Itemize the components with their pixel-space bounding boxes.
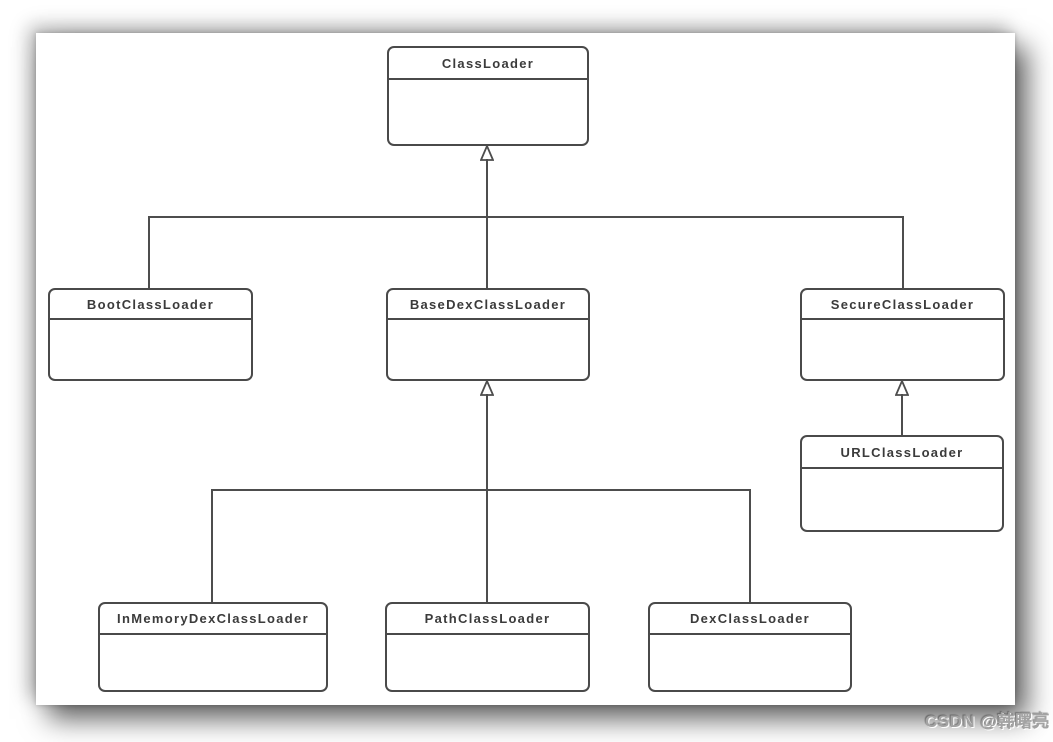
edge-classloader-children-horizontal: [148, 216, 904, 218]
class-box-inmemorydexclassloader: InMemoryDexClassLoader: [98, 602, 328, 692]
csdn-watermark: CSDN @韩曙亮: [925, 712, 1050, 731]
class-name-bootclassloader: BootClassLoader: [50, 290, 251, 320]
class-name-inmemorydexclassloader: InMemoryDexClassLoader: [100, 604, 326, 635]
class-box-bootclassloader: BootClassLoader: [48, 288, 253, 381]
class-box-pathclassloader: PathClassLoader: [385, 602, 590, 692]
edge-pathclassloader-vertical: [486, 489, 488, 602]
class-name-classloader: ClassLoader: [389, 48, 587, 80]
class-name-basedexclassloader: BaseDexClassLoader: [388, 290, 588, 320]
class-name-urlclassloader: URLClassLoader: [802, 437, 1002, 469]
diagram-canvas: ClassLoader BootClassLoader BaseDexClass…: [36, 33, 1015, 705]
edge-children-to-basedex-vertical: [486, 394, 488, 490]
edge-urlclassloader-to-secure-vertical: [901, 394, 903, 435]
edge-dexclassloader-vertical: [749, 489, 751, 602]
edge-bootclassloader-vertical: [148, 216, 150, 288]
class-box-basedexclassloader: BaseDexClassLoader: [386, 288, 590, 381]
class-name-secureclassloader: SecureClassLoader: [802, 290, 1003, 320]
edge-secureclassloader-vertical: [902, 216, 904, 288]
class-box-urlclassloader: URLClassLoader: [800, 435, 1004, 532]
class-box-dexclassloader: DexClassLoader: [648, 602, 852, 692]
edge-basedex-children-horizontal: [211, 489, 751, 491]
class-name-pathclassloader: PathClassLoader: [387, 604, 588, 635]
class-box-classloader: ClassLoader: [387, 46, 589, 146]
edge-inmemorydexclassloader-vertical: [211, 489, 213, 602]
edge-basedex-to-classloader-vertical: [486, 159, 488, 288]
class-box-secureclassloader: SecureClassLoader: [800, 288, 1005, 381]
class-name-dexclassloader: DexClassLoader: [650, 604, 850, 635]
